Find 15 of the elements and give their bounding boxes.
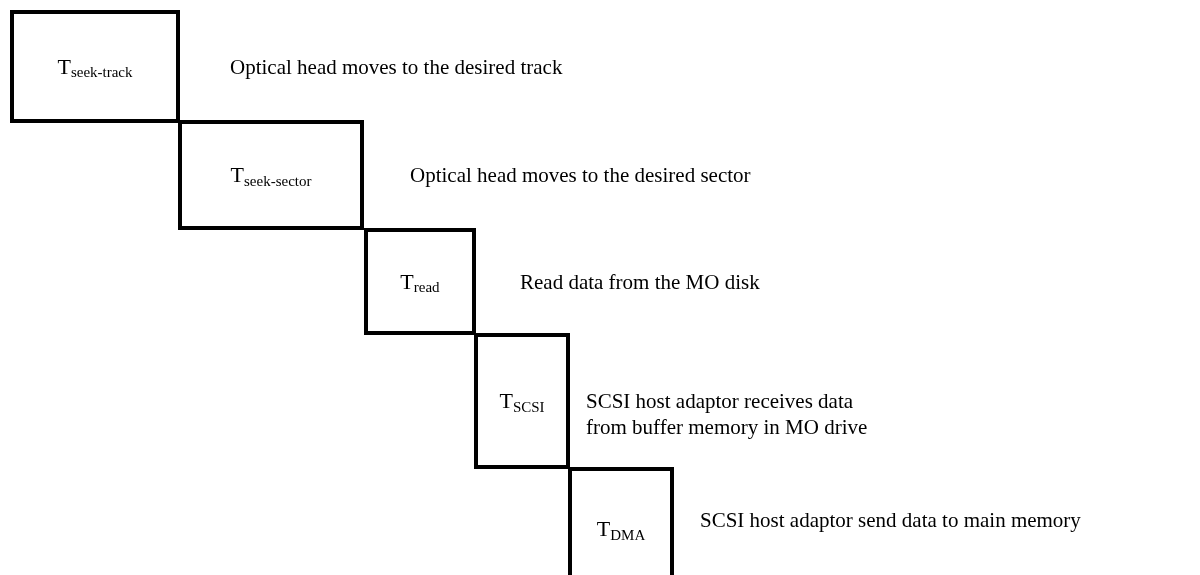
process-box bbox=[10, 10, 180, 123]
process-box bbox=[474, 333, 570, 469]
process-box bbox=[364, 228, 476, 335]
time-symbol: T$_{DMA}$ bbox=[596, 518, 646, 540]
description-text: Read data from the MO disk bbox=[520, 268, 761, 295]
description-text: SCSI host adaptor send data to main memory bbox=[700, 507, 1082, 533]
time-symbol: T$_{seek-sector}$ bbox=[230, 164, 312, 186]
description-text: Optical head moves to the desired track bbox=[230, 53, 564, 80]
process-box bbox=[178, 120, 364, 230]
process-box bbox=[568, 467, 674, 575]
time-symbol: T$_{read}$ bbox=[400, 270, 440, 293]
time-symbol: T$_{SCSI}$ bbox=[499, 390, 545, 412]
time-symbol: T$_{seek-track}$ bbox=[57, 55, 133, 78]
description-text: SCSI host adaptor receives data from buffer memory in MO drive bbox=[586, 388, 869, 440]
description-text: Optical head moves to the desired sector bbox=[410, 162, 752, 188]
